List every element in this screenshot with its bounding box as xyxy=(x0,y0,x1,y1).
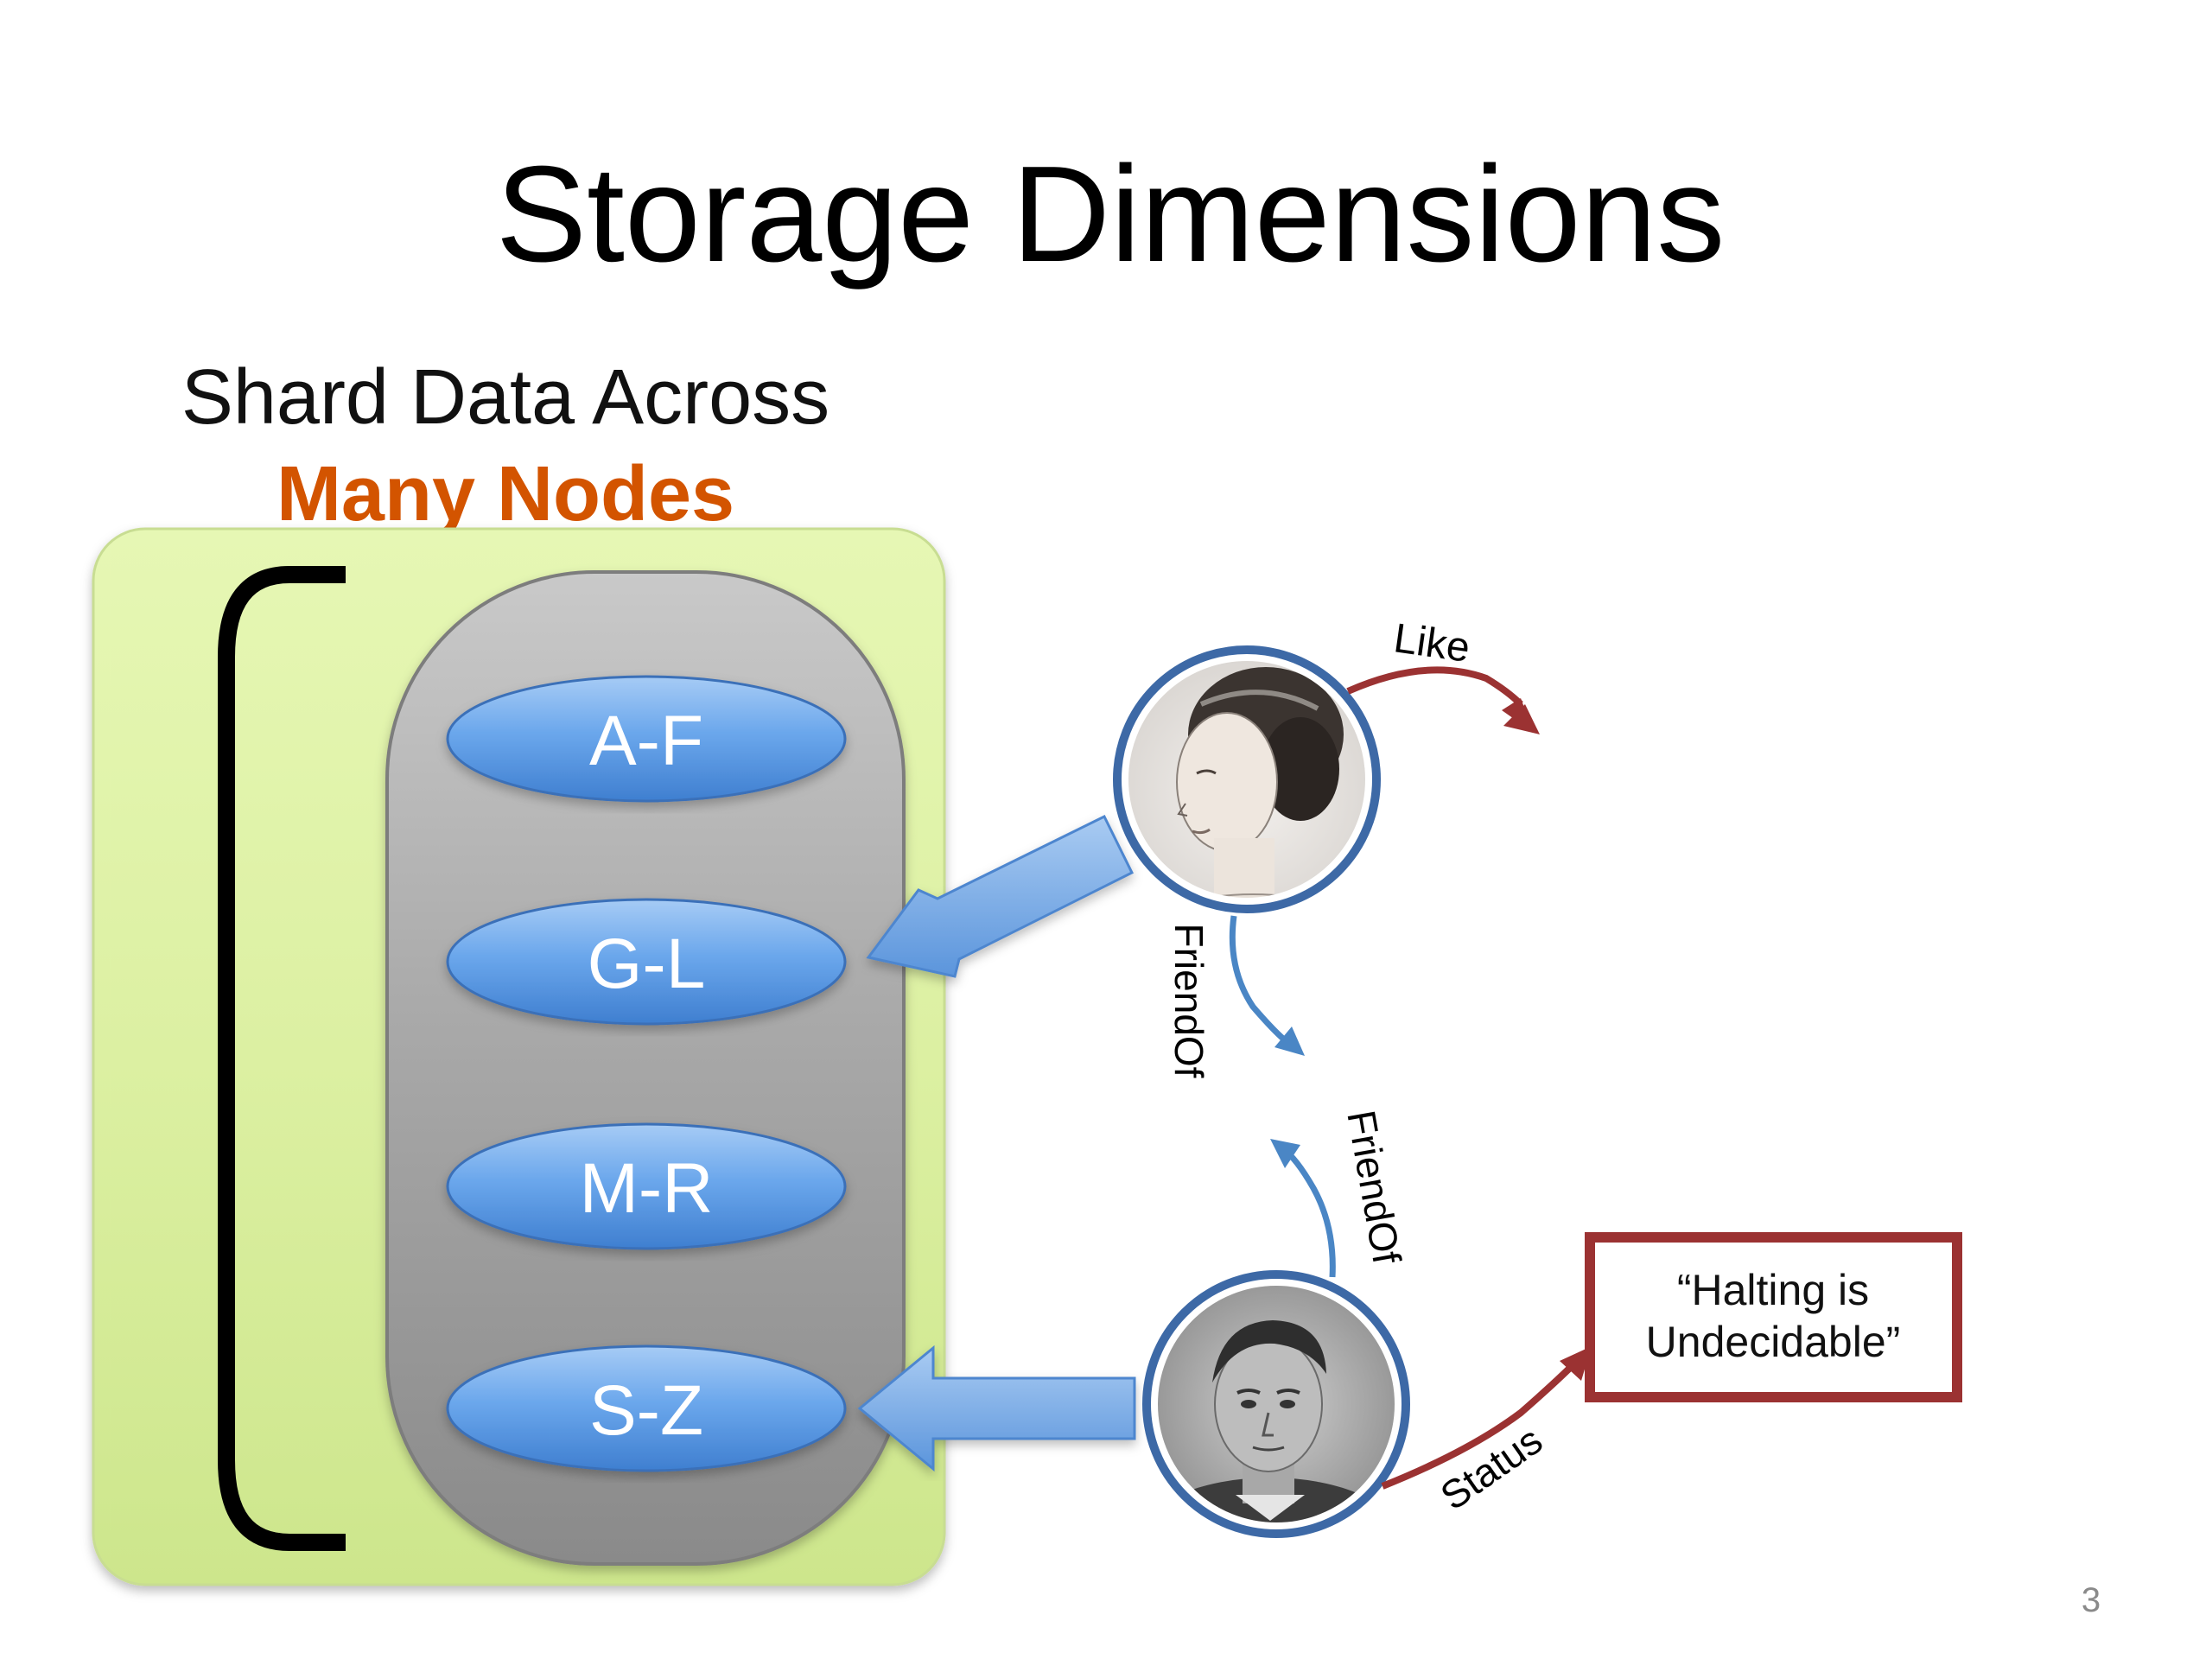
arrow-to-gl-icon xyxy=(866,814,1135,978)
shard-label: G-L xyxy=(588,925,706,1003)
shard-af: A-F xyxy=(446,675,847,803)
arrow-to-sz-icon xyxy=(857,1344,1136,1472)
shard-sz: S-Z xyxy=(446,1344,847,1472)
status-box: “Halting is Undecidable” xyxy=(1585,1232,1962,1402)
edge-friendof-2: FriendOf xyxy=(1270,1107,1410,1278)
edge-label-friendof-1: FriendOf xyxy=(1166,924,1211,1078)
shard-mr: M-R xyxy=(446,1122,847,1250)
shard-label: A-F xyxy=(589,702,703,780)
shard-gl: G-L xyxy=(446,898,847,1026)
shard-label: M-R xyxy=(580,1149,714,1228)
status-box-line2: Undecidable” xyxy=(1646,1318,1901,1366)
edge-friendof-1: FriendOf xyxy=(1166,915,1305,1078)
portrait-ada xyxy=(1113,645,1381,913)
edge-like: Like xyxy=(1346,615,1540,734)
woman-portrait-icon xyxy=(1148,667,1357,900)
page-number: 3 xyxy=(2082,1581,2101,1619)
portrait-alan xyxy=(1142,1270,1410,1538)
subtitle-line1: Shard Data Across xyxy=(181,354,830,441)
subtitle-line2: Many Nodes xyxy=(276,451,734,537)
edge-label-friendof-2: FriendOf xyxy=(1338,1107,1409,1267)
bracket-icon xyxy=(218,566,346,1551)
status-box-line1: “Halting is xyxy=(1677,1266,1869,1314)
slide-title: Storage Dimensions xyxy=(496,138,1726,290)
shard-label: S-Z xyxy=(589,1371,703,1450)
storage-pill xyxy=(385,570,906,1566)
edge-label-like: Like xyxy=(1391,615,1473,671)
edge-status: Status xyxy=(1381,1346,1592,1519)
